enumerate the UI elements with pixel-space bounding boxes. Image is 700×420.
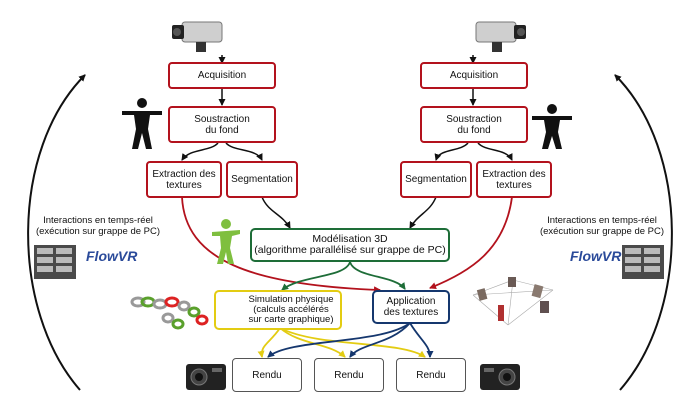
- modelisation-subtitle: (algorithme parallélisé sur grappe de PC…: [254, 244, 446, 256]
- soustraction-left-line2: du fond: [205, 124, 239, 136]
- application-line1: Application: [386, 296, 436, 307]
- person-silhouette-icon: [122, 98, 162, 149]
- side-label-left: Interactions en temps-réel (exécution su…: [28, 215, 168, 237]
- flowvr-logo-right: FlowVR: [570, 248, 622, 264]
- acquisition-left-label: Acquisition: [197, 70, 247, 81]
- textured-mesh-icon: [472, 277, 554, 326]
- side-label-left-line2: (exécution sur grappe de PC): [35, 226, 161, 237]
- application-line2: des textures: [383, 307, 439, 318]
- texture-flow-left: [181, 196, 381, 294]
- extraction-right-line1: Extraction des: [482, 168, 546, 180]
- simulation-node: Simulation physique (calculs accélérés s…: [214, 290, 342, 330]
- side-label-right-line2: (exécution sur grappe de PC): [539, 226, 665, 237]
- simulation-line3: sur carte graphique): [248, 314, 334, 325]
- modelisation-node: Modélisation 3D (algorithme parallélisé …: [250, 228, 450, 262]
- application-node: Application des textures: [372, 290, 450, 324]
- segmentation-left-label: Segmentation: [231, 174, 293, 185]
- segmentation-right-node: Segmentation: [400, 161, 472, 198]
- left-loop-arc: [27, 74, 86, 391]
- camera-icon: [475, 21, 526, 52]
- extraction-right-node: Extraction des textures: [476, 161, 552, 198]
- camera-icon: [172, 21, 223, 52]
- segmentation-right-label: Segmentation: [405, 174, 467, 185]
- projector-icon: [480, 364, 520, 390]
- acquisition-right-label: Acquisition: [449, 70, 499, 81]
- soustraction-right-node: Soustraction du fond: [420, 106, 528, 143]
- soustraction-right-line2: du fond: [457, 124, 491, 136]
- pc-cluster-icon: [34, 245, 76, 279]
- segmentation-left-node: Segmentation: [226, 161, 298, 198]
- extraction-right-line2: textures: [496, 179, 532, 191]
- rendu-node-1: Rendu: [232, 358, 302, 392]
- chain-links-icon: [130, 296, 209, 330]
- side-label-right: Interactions en temps-réel (exécution su…: [532, 215, 672, 237]
- rendu-label-3: Rendu: [416, 369, 446, 381]
- flowvr-logo-left: FlowVR: [86, 248, 138, 264]
- right-loop-arc: [614, 74, 673, 391]
- soustraction-left-line1: Soustraction: [194, 113, 250, 125]
- soustraction-right-line1: Soustraction: [446, 113, 502, 125]
- simulation-line2: (calculs accélérés: [253, 304, 329, 315]
- extraction-left-node: Extraction des textures: [146, 161, 222, 198]
- acquisition-left-node: Acquisition: [168, 62, 276, 89]
- extraction-left-line2: textures: [166, 179, 202, 191]
- rendu-label-2: Rendu: [334, 369, 364, 381]
- projector-icon: [186, 364, 226, 390]
- rendu-node-2: Rendu: [314, 358, 384, 392]
- soustraction-left-node: Soustraction du fond: [168, 106, 276, 143]
- modelisation-title: Modélisation 3D: [312, 233, 388, 245]
- rendu-node-3: Rendu: [396, 358, 466, 392]
- texture-flow-right: [429, 196, 513, 290]
- green-figure-icon: [212, 219, 240, 264]
- side-label-right-line1: Interactions en temps-réel: [547, 215, 657, 226]
- rendu-label-1: Rendu: [252, 369, 282, 381]
- simulation-title: Simulation physique: [248, 294, 334, 305]
- acquisition-right-node: Acquisition: [420, 62, 528, 89]
- extraction-left-line1: Extraction des: [152, 168, 216, 180]
- person-silhouette-icon: [532, 104, 572, 149]
- side-label-left-line1: Interactions en temps-réel: [43, 215, 153, 226]
- pc-cluster-icon: [622, 245, 664, 279]
